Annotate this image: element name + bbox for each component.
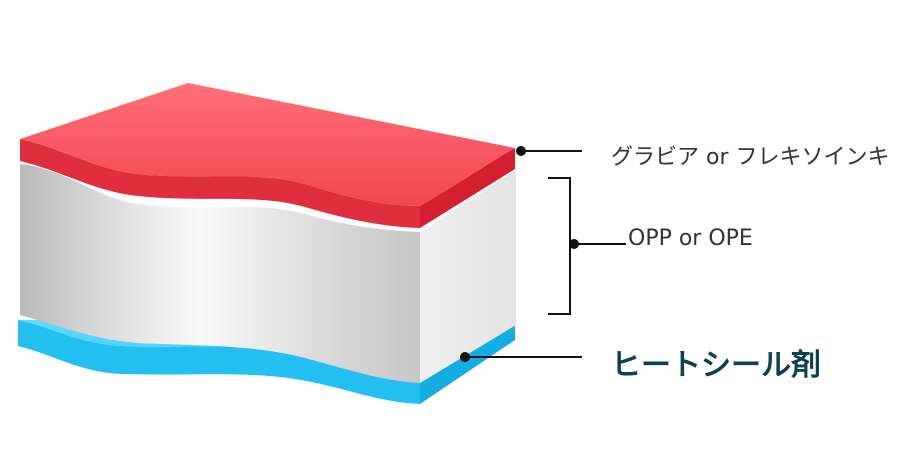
film-bracket-line [548, 177, 571, 315]
film-layer-front [20, 164, 420, 383]
film-layer-side [420, 170, 516, 383]
ink-layer-top [20, 83, 515, 206]
sealant-layer-front [18, 320, 420, 404]
film-leader-dot [569, 239, 579, 249]
ink-layer [20, 83, 515, 228]
film-layer-label: OPP or OPE [628, 226, 753, 251]
ink-layer-label: グラビア or フレキソインキ [611, 145, 890, 170]
sealant-label-leader [460, 352, 582, 362]
sealant-layer-label: ヒートシール剤 [611, 348, 821, 383]
film-label-bracket [548, 177, 626, 315]
ink-label-leader [516, 146, 582, 156]
ink-layer-front [20, 139, 420, 228]
ink-leader-dot [516, 146, 526, 156]
film-layer [20, 164, 516, 383]
ink-layer-side [420, 148, 515, 228]
sealant-leader-dot [460, 352, 470, 362]
